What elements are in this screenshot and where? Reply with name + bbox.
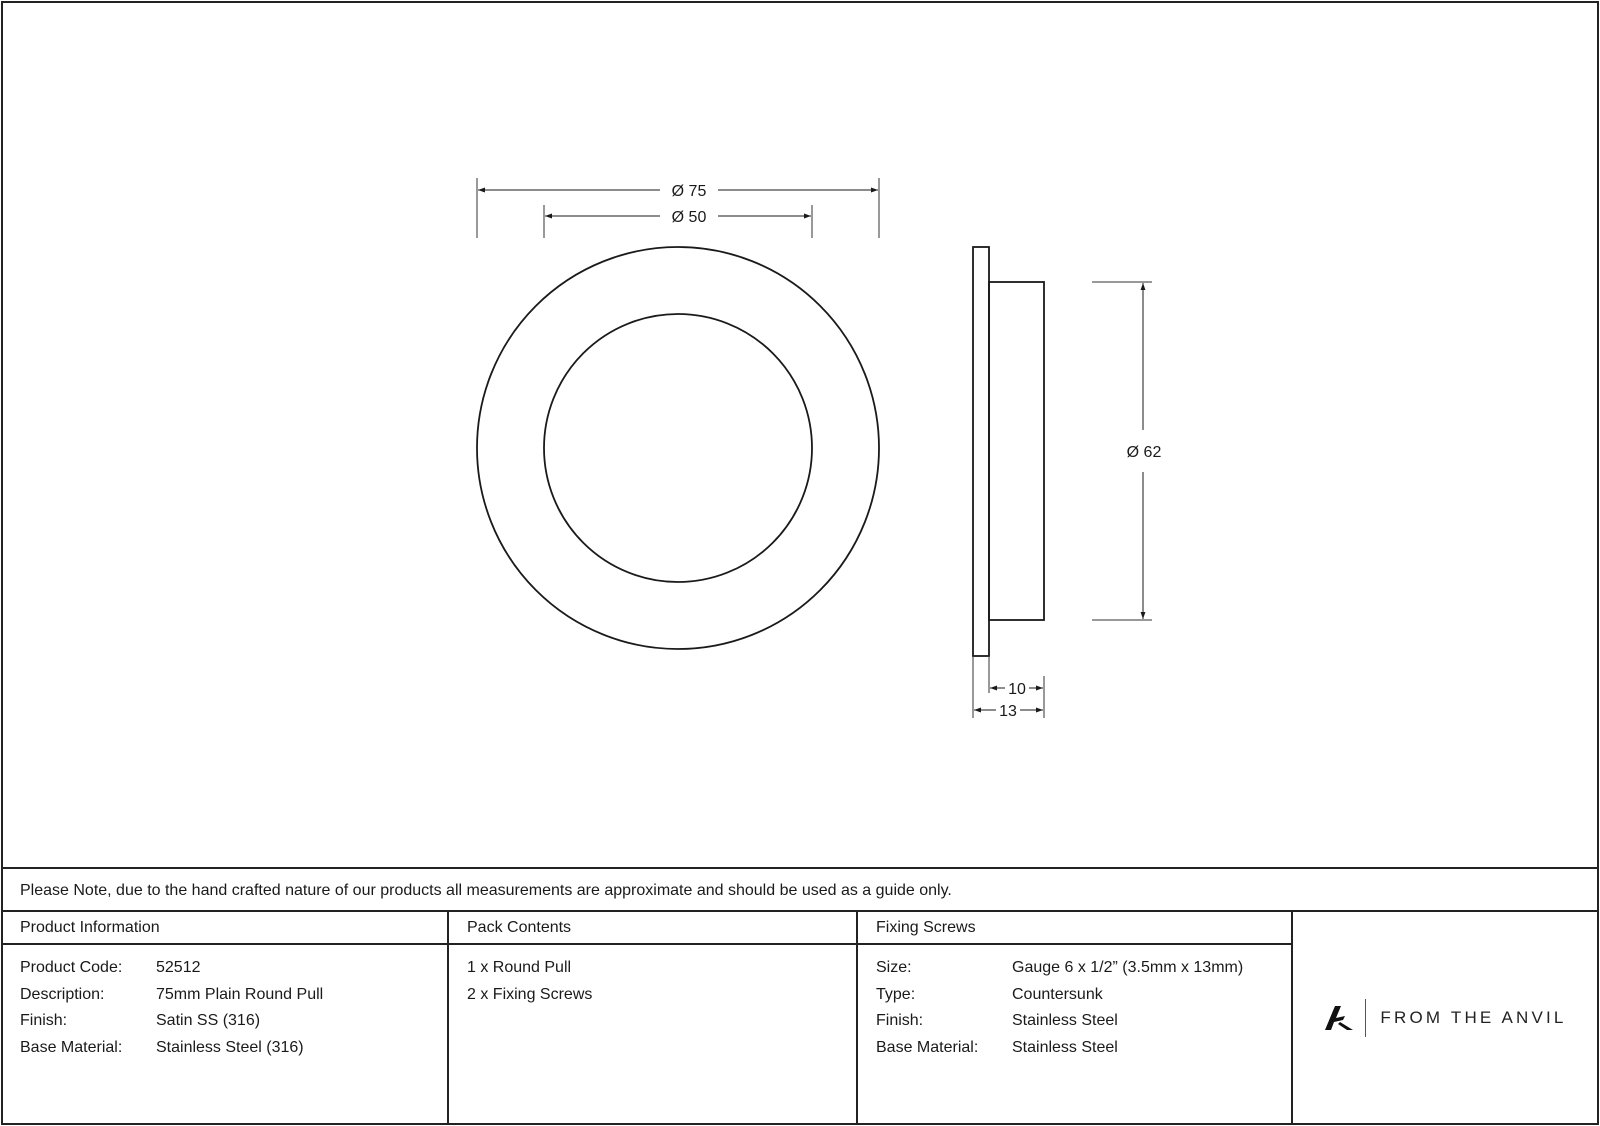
dimension-body-diameter: Ø 62 xyxy=(1127,283,1162,619)
product-information-header: Product Information xyxy=(2,912,447,945)
field-label: Base Material: xyxy=(20,1038,123,1056)
column-divider xyxy=(447,912,449,1123)
screw-row-base-material: Base Material: Stainless Steel xyxy=(876,1035,1243,1062)
screw-row-finish: Finish: Stainless Steel xyxy=(876,1008,1243,1035)
field-value: Stainless Steel (316) xyxy=(156,1038,304,1056)
anvil-a-logo-icon xyxy=(1325,1005,1354,1030)
outer-circle xyxy=(476,246,880,650)
dimension-inner-diameter: Ø 50 xyxy=(545,209,811,226)
info-row-product-code: Product Code: 52512 xyxy=(20,955,323,982)
field-value: Satin SS (316) xyxy=(156,1012,261,1029)
field-label: Description: xyxy=(20,985,105,1003)
front-view: Ø 75 Ø 50 xyxy=(476,178,880,650)
brand-name: FROM THE ANVIL xyxy=(1380,1007,1567,1027)
screw-row-size: Size: Gauge 6 x 1/2” (3.5mm x 13mm) xyxy=(876,955,1243,982)
field-value: Gauge 6 x 1/2” (3.5mm x 13mm) xyxy=(1012,959,1244,976)
inner-circle xyxy=(543,313,813,583)
pack-item: 2 x Fixing Screws xyxy=(467,985,593,1003)
svg-text:Ø 50: Ø 50 xyxy=(672,209,707,226)
brand-logo: FROM THE ANVIL xyxy=(1293,912,1597,1123)
pull-body xyxy=(988,281,1045,621)
field-value: 75mm Plain Round Pull xyxy=(156,985,324,1003)
dimension-total-depth: 13 xyxy=(974,703,1043,720)
pack-contents-list: 1 x Round Pull 2 x Fixing Screws xyxy=(467,955,592,1008)
info-row-finish: Finish: Satin SS (316) xyxy=(20,1008,323,1035)
field-label: Base Material: xyxy=(876,1038,979,1056)
field-value: Countersunk xyxy=(1012,985,1103,1003)
product-information-list: Product Code: 52512 Description: 75mm Plai… xyxy=(20,955,323,1061)
fixing-screws-list: Size: Gauge 6 x 1/2” (3.5mm x 13mm) Type:… xyxy=(876,955,1243,1061)
svg-text:Ø 75: Ø 75 xyxy=(672,183,707,200)
dimension-body-depth: 10 xyxy=(990,681,1043,698)
svg-text:13: 13 xyxy=(999,703,1017,720)
column-divider xyxy=(856,912,858,1123)
field-value: Stainless Steel xyxy=(1012,1012,1118,1029)
field-value: Stainless Steel xyxy=(1012,1038,1118,1056)
pack-contents-section: Pack Contents 1 x Round Pull 2 x Fixing … xyxy=(449,912,856,1123)
section-title: Fixing Screws xyxy=(876,919,976,936)
section-title: Product Information xyxy=(20,919,160,936)
product-information-section: Product Information Product Code: 52512 D… xyxy=(2,912,447,1123)
field-label: Product Code: xyxy=(20,959,123,976)
field-label: Type: xyxy=(876,985,916,1003)
field-label: Finish: xyxy=(20,1012,68,1029)
flange-plate xyxy=(972,246,990,657)
info-row-description: Description: 75mm Plain Round Pull xyxy=(20,982,323,1009)
info-row-base-material: Base Material: Stainless Steel (316) xyxy=(20,1035,323,1062)
svg-text:Ø 62: Ø 62 xyxy=(1127,444,1162,461)
section-title: Pack Contents xyxy=(467,919,572,936)
fixing-screws-header: Fixing Screws xyxy=(858,912,1291,945)
side-view: Ø 62 10 13 xyxy=(972,246,1162,720)
field-label: Finish: xyxy=(876,1012,924,1029)
dimension-outer-diameter: Ø 75 xyxy=(478,183,878,200)
field-value: 52512 xyxy=(156,959,201,976)
pack-contents-header: Pack Contents xyxy=(449,912,856,945)
technical-drawing: Ø 75 Ø 50 Ø 62 10 xyxy=(476,178,1162,720)
column-divider xyxy=(1291,912,1293,1123)
title-block: Please Note, due to the hand crafted nat… xyxy=(2,867,1597,1123)
disclaimer-note: Please Note, due to the hand crafted nat… xyxy=(20,882,952,899)
screw-row-type: Type: Countersunk xyxy=(876,982,1243,1009)
disclaimer-row: Please Note, due to the hand crafted nat… xyxy=(2,867,1597,912)
pack-item: 1 x Round Pull xyxy=(467,959,572,976)
logo-separator xyxy=(1365,998,1367,1037)
svg-text:10: 10 xyxy=(1008,681,1026,698)
fixing-screws-section: Fixing Screws Size: Gauge 6 x 1/2” (3.5mm… xyxy=(858,912,1291,1123)
field-label: Size: xyxy=(876,959,912,976)
